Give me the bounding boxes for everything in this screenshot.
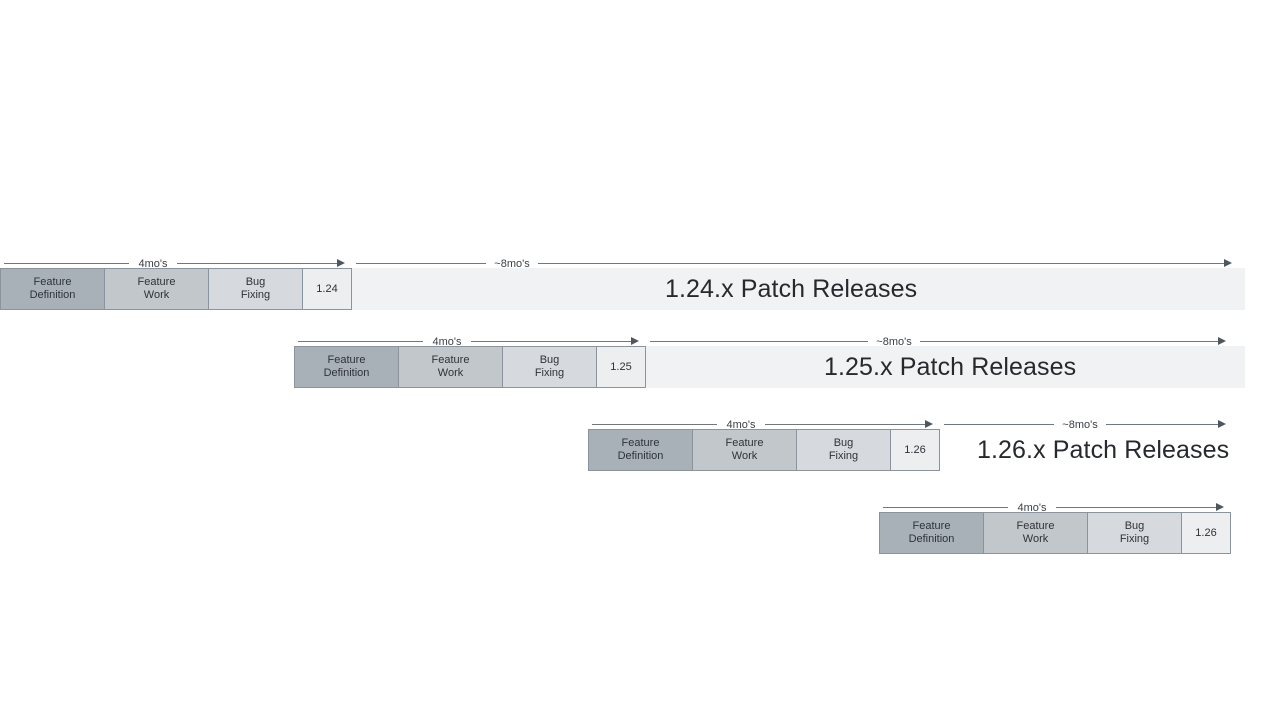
- measure-line-left: [298, 341, 423, 342]
- measure-arrowhead-right: [1218, 337, 1226, 345]
- measure-label-dev-126: 4mo's: [726, 419, 756, 431]
- measure-arrowhead-right: [337, 259, 345, 267]
- phase-label-line2: Work: [731, 450, 758, 462]
- measure-label-patch-124: ~8mo's: [494, 258, 530, 270]
- phase-feature-work-125: Feature Work: [398, 346, 502, 388]
- measure-line-left: [944, 424, 1054, 425]
- phase-label-line1: Bug: [1124, 520, 1145, 532]
- phase-feature-work-next: Feature Work: [983, 512, 1087, 554]
- release-row-124: 1.24.x Patch Releases Feature Definition…: [0, 250, 1280, 310]
- measure-label-dev-next: 4mo's: [1017, 502, 1047, 514]
- measure-line-right: [1056, 507, 1220, 508]
- measure-label-patch-125: ~8mo's: [876, 336, 912, 348]
- phase-strip-126: Feature Definition Feature Work Bug Fixi…: [588, 429, 940, 471]
- measure-dev-124: 4mo's: [0, 254, 352, 274]
- phase-label-line1: Feature: [725, 437, 764, 449]
- measure-dev-126: 4mo's: [588, 415, 940, 435]
- phase-strip-next: Feature Definition Feature Work Bug Fixi…: [879, 512, 1231, 554]
- measure-dev-next: 4mo's: [879, 498, 1231, 518]
- phase-feature-definition-next: Feature Definition: [879, 512, 983, 554]
- phase-label-line2: Work: [143, 289, 170, 301]
- version-box-124: 1.24: [302, 268, 352, 310]
- phase-label-line2: Fixing: [828, 450, 859, 462]
- phase-label-line1: Feature: [137, 276, 176, 288]
- phase-label-line1: Feature: [912, 520, 951, 532]
- phase-label-line2: Work: [1022, 533, 1049, 545]
- phase-label-line1: Feature: [33, 276, 72, 288]
- phase-label-line2: Definition: [908, 533, 955, 545]
- phase-label-line2: Fixing: [534, 367, 565, 379]
- measure-line-left: [883, 507, 1008, 508]
- phase-label-line2: Definition: [617, 450, 664, 462]
- phase-label-line1: Bug: [539, 354, 560, 366]
- measure-line-right: [920, 341, 1222, 342]
- measure-line-right: [1106, 424, 1218, 425]
- phase-feature-definition-124: Feature Definition: [0, 268, 104, 310]
- phase-label-line2: Definition: [29, 289, 76, 301]
- phase-label-line1: Bug: [833, 437, 854, 449]
- measure-line-right: [538, 263, 1228, 264]
- measure-label-dev-124: 4mo's: [138, 258, 168, 270]
- phase-label-line1: Bug: [245, 276, 266, 288]
- phase-feature-work-124: Feature Work: [104, 268, 208, 310]
- measure-line-right: [177, 263, 341, 264]
- phase-label-line2: Definition: [323, 367, 370, 379]
- version-box-126: 1.26: [890, 429, 940, 471]
- phase-feature-definition-126: Feature Definition: [588, 429, 692, 471]
- release-row-126: 1.26.x Patch Releases Feature Definition…: [0, 411, 1280, 471]
- phase-label-line2: Fixing: [240, 289, 271, 301]
- measure-arrowhead-right: [1216, 503, 1224, 511]
- phase-bug-fixing-124: Bug Fixing: [208, 268, 302, 310]
- phase-label-line2: Fixing: [1119, 533, 1150, 545]
- measure-arrowhead-right: [1224, 259, 1232, 267]
- release-row-next: Feature Definition Feature Work Bug Fixi…: [0, 494, 1280, 554]
- measure-label-dev-125: 4mo's: [432, 336, 462, 348]
- phase-bug-fixing-next: Bug Fixing: [1087, 512, 1181, 554]
- version-box-next: 1.26: [1181, 512, 1231, 554]
- measure-line-left: [650, 341, 868, 342]
- phase-feature-work-126: Feature Work: [692, 429, 796, 471]
- phase-label-line1: Feature: [431, 354, 470, 366]
- phase-label-line2: Work: [437, 367, 464, 379]
- measure-line-right: [765, 424, 929, 425]
- measure-arrowhead-right: [1218, 420, 1226, 428]
- measure-dev-125: 4mo's: [294, 332, 646, 352]
- patch-release-label-125: 1.25.x Patch Releases: [824, 353, 1077, 381]
- phase-strip-124: Feature Definition Feature Work Bug Fixi…: [0, 268, 352, 310]
- measure-arrowhead-right: [631, 337, 639, 345]
- phase-bug-fixing-126: Bug Fixing: [796, 429, 890, 471]
- measure-arrowhead-right: [925, 420, 933, 428]
- phase-label-line1: Feature: [621, 437, 660, 449]
- phase-feature-definition-125: Feature Definition: [294, 346, 398, 388]
- release-row-125: 1.25.x Patch Releases Feature Definition…: [0, 328, 1280, 388]
- patch-release-label-126: 1.26.x Patch Releases: [977, 436, 1230, 464]
- patch-release-label-124: 1.24.x Patch Releases: [665, 275, 918, 303]
- phase-bug-fixing-125: Bug Fixing: [502, 346, 596, 388]
- measure-patch-126: ~8mo's: [944, 415, 1236, 435]
- measure-patch-124: ~8mo's: [356, 254, 1236, 274]
- phase-label-line1: Feature: [1016, 520, 1055, 532]
- measure-line-left: [592, 424, 717, 425]
- measure-patch-125: ~8mo's: [650, 332, 1236, 352]
- measure-label-patch-126: ~8mo's: [1062, 419, 1098, 431]
- measure-line-left: [356, 263, 486, 264]
- phase-strip-125: Feature Definition Feature Work Bug Fixi…: [294, 346, 646, 388]
- version-box-125: 1.25: [596, 346, 646, 388]
- measure-line-right: [471, 341, 635, 342]
- measure-line-left: [4, 263, 129, 264]
- phase-label-line1: Feature: [327, 354, 366, 366]
